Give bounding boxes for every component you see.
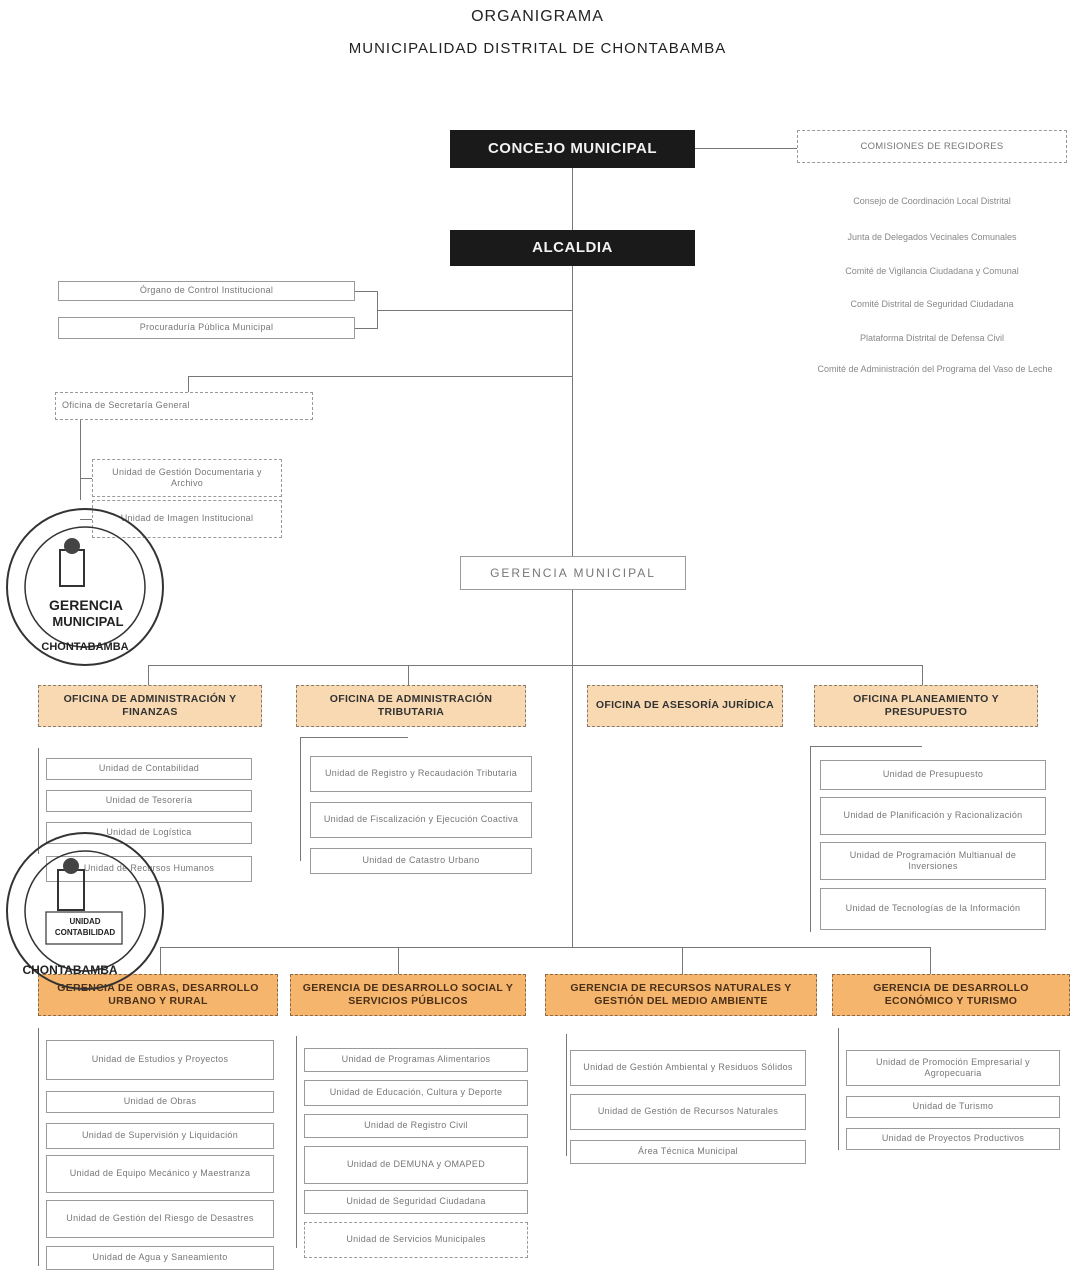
unit-box: Unidad de Contabilidad (46, 758, 252, 780)
office-units-branch (300, 737, 301, 861)
comision-item: Comité Distrital de Seguridad Ciudadana (850, 299, 1014, 309)
comision-item: Comité de Vigilancia Ciudadana y Comunal (845, 266, 1019, 276)
unit-box: Unidad de Servicios Municipales (304, 1222, 528, 1258)
unit-box: Unidad de Planificación y Racionalizació… (820, 797, 1046, 835)
svg-text:UNIDAD: UNIDAD (69, 917, 100, 926)
comision-item: Junta de Delegados Vecinales Comunales (847, 232, 1017, 242)
gerencia-drop (398, 947, 399, 974)
gerencia-municipal-box: GERENCIA MUNICIPAL (460, 556, 686, 590)
office-administracion-tributaria: OFICINA DE ADMINISTRACIÓN TRIBUTARIA (296, 685, 526, 727)
gerencia-drop (682, 947, 683, 974)
comisiones-box: COMISIONES DE REGIDORES (797, 130, 1067, 163)
office-units-connector (300, 737, 408, 738)
gerencia-units-branch (296, 1036, 297, 1248)
office-drop (408, 665, 409, 685)
procuraduria-connector (355, 328, 377, 329)
control-connector (355, 291, 377, 292)
svg-text:CONTABILIDAD: CONTABILIDAD (55, 928, 116, 937)
unit-box: Unidad de Programas Alimentarios (304, 1048, 528, 1072)
gestion-documentaria-box: Unidad de Gestión Documentaria y Archivo (92, 459, 282, 497)
secretaria-drop (188, 376, 189, 392)
office-units-branch (38, 748, 39, 854)
office-drop (148, 665, 149, 685)
contabilidad-seal: UNIDAD CONTABILIDAD CHONTABAMBA (6, 832, 164, 990)
unit-box: Unidad de Supervisión y Liquidación (46, 1123, 274, 1149)
gerencias-connector (160, 947, 930, 948)
comision-item: Comité de Administración del Programa de… (817, 364, 1053, 374)
svg-text:GERENCIA: GERENCIA (49, 597, 123, 613)
unit-box: Unidad de Proyectos Productivos (846, 1128, 1060, 1150)
unit-box: Unidad de Obras (46, 1091, 274, 1113)
concejo-municipal-box: CONCEJO MUNICIPAL (450, 130, 695, 168)
chart-subtitle: MUNICIPALIDAD DISTRITAL DE CHONTABAMBA (348, 40, 727, 57)
comision-item: Plataforma Distrital de Defensa Civil (859, 333, 1005, 343)
unit-box: Unidad de Equipo Mecánico y Maestranza (46, 1155, 274, 1193)
unit-box: Unidad de DEMUNA y OMAPED (304, 1146, 528, 1184)
unit-box: Unidad de Educación, Cultura y Deporte (304, 1080, 528, 1106)
secretaria-box: Oficina de Secretaría General (55, 392, 313, 420)
concejo-comisiones-connector (695, 148, 797, 149)
unit-box: Unidad de Registro Civil (304, 1114, 528, 1138)
control-spine-connector (377, 310, 572, 311)
gerencia-municipal-seal: GERENCIA MUNICIPAL CHONTABAMBA (6, 508, 164, 666)
office-asesoria-juridica: OFICINA DE ASESORÍA JURÍDICA (587, 685, 783, 727)
unit-box: Área Técnica Municipal (570, 1140, 806, 1164)
seal-icon: GERENCIA MUNICIPAL CHONTABAMBA (24, 526, 146, 653)
unit-box: Unidad de Presupuesto (820, 760, 1046, 790)
control-institucional-box: Órgano de Control Institucional (58, 281, 355, 301)
office-planeamiento-presupuesto: OFICINA PLANEAMIENTO Y PRESUPUESTO (814, 685, 1038, 727)
seal-icon: UNIDAD CONTABILIDAD CHONTABAMBA (22, 850, 146, 977)
unit-box: Unidad de Agua y Saneamiento (46, 1246, 274, 1270)
office-drop (922, 665, 923, 685)
offices-connector (148, 665, 923, 666)
unit-box: Unidad de Turismo (846, 1096, 1060, 1118)
comision-item: Consejo de Coordinación Local Distrital (853, 196, 1011, 206)
svg-text:MUNICIPAL: MUNICIPAL (52, 614, 123, 629)
gerencia-drop (160, 947, 161, 974)
unit-box: Unidad de Seguridad Ciudadana (304, 1190, 528, 1214)
gerencia-units-branch (566, 1034, 567, 1156)
unit-box: Unidad de Tecnologías de la Información (820, 888, 1046, 930)
gerencia-units-branch (838, 1028, 839, 1150)
unit-box: Unidad de Estudios y Proyectos (46, 1040, 274, 1080)
secretaria-branch (80, 420, 81, 500)
office-units-branch (810, 746, 811, 932)
gerencia-drop (930, 947, 931, 974)
procuraduria-box: Procuraduría Pública Municipal (58, 317, 355, 339)
gerencia-desarrollo-economico-box: GERENCIA DE DESARROLLO ECONÓMICO Y TURIS… (832, 974, 1070, 1016)
office-units-connector (810, 746, 922, 747)
alcaldia-box: ALCALDIA (450, 230, 695, 266)
svg-text:CHONTABAMBA: CHONTABAMBA (22, 963, 117, 977)
unit-box: Unidad de Tesorería (46, 790, 252, 812)
unit-box: Unidad de Fiscalización y Ejecución Coac… (310, 802, 532, 838)
unit-box: Unidad de Catastro Urbano (310, 848, 532, 874)
gerencia-units-branch (38, 1028, 39, 1266)
gerencia-recursos-naturales-box: GERENCIA DE RECURSOS NATURALES Y GESTIÓN… (545, 974, 817, 1016)
unit-box: Unidad de Gestión de Recursos Naturales (570, 1094, 806, 1130)
gerencia-desarrollo-social-box: GERENCIA DE DESARROLLO SOCIAL Y SERVICIO… (290, 974, 526, 1016)
secretaria-spine-connector (188, 376, 572, 377)
chart-title: ORGANIGRAMA (471, 8, 604, 25)
unit-box: Unidad de Programación Multianual de Inv… (820, 842, 1046, 880)
office-administracion-finanzas: OFICINA DE ADMINISTRACIÓN Y FINANZAS (38, 685, 262, 727)
unit-box: Unidad de Promoción Empresarial y Agrope… (846, 1050, 1060, 1086)
unit-box: Unidad de Gestión Ambiental y Residuos S… (570, 1050, 806, 1086)
svg-text:CHONTABAMBA: CHONTABAMBA (41, 641, 128, 653)
unit-box: Unidad de Registro y Recaudación Tributa… (310, 756, 532, 792)
secretaria-unit-connector (80, 478, 92, 479)
unit-box: Unidad de Gestión del Riesgo de Desastre… (46, 1200, 274, 1238)
